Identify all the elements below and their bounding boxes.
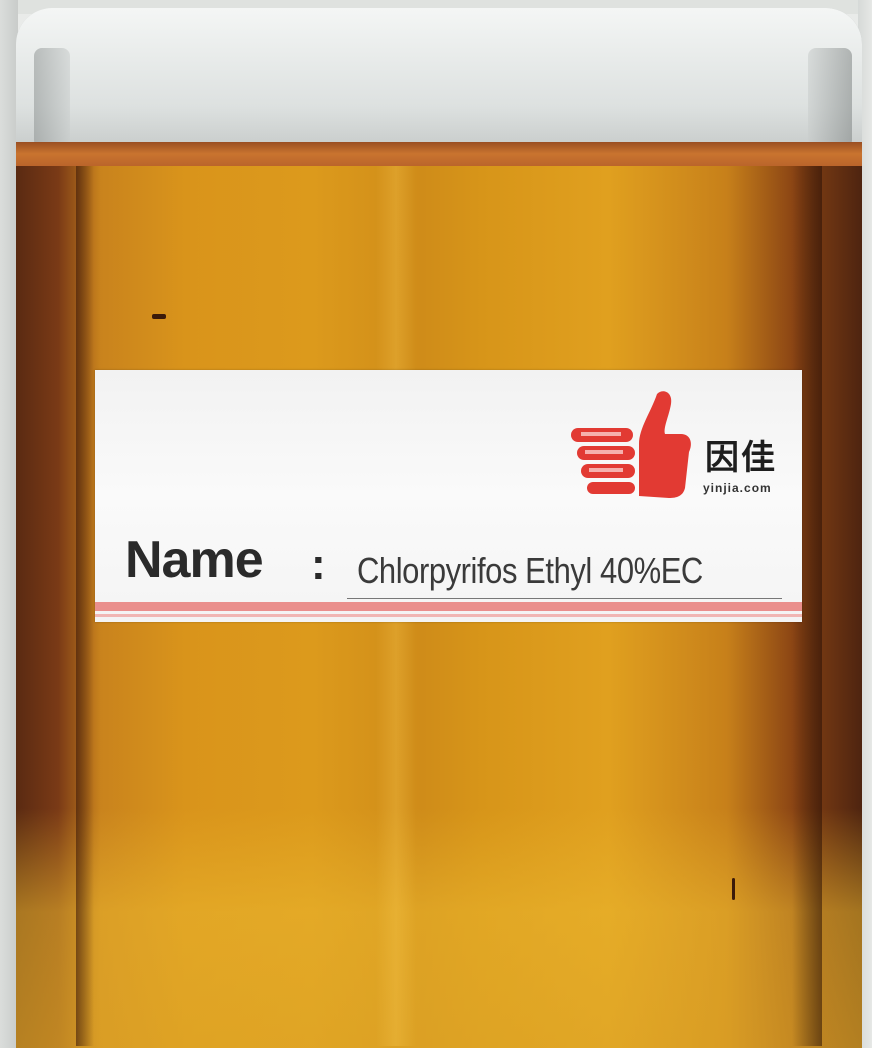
brand-subtext: yinjia.com [703, 481, 772, 495]
jar-empty-glass [16, 8, 862, 148]
product-name-underline [347, 598, 782, 599]
liquid-lower-glow [16, 808, 862, 1048]
name-colon: : [311, 540, 326, 589]
product-name-text: Chlorpyrifos Ethyl 40%EC [357, 550, 703, 591]
liquid-surface [16, 142, 862, 168]
label-red-stripe [95, 602, 802, 611]
liquid-speck [732, 878, 735, 900]
name-field-label: Name [125, 531, 264, 589]
thumbs-up-logo-icon [571, 391, 691, 498]
liquid-speck [152, 314, 166, 319]
jar-reflection-left [76, 166, 94, 1046]
background-left [0, 0, 18, 1048]
brand-logo [569, 388, 789, 508]
brand-name-text: 因佳 [705, 438, 777, 478]
label-pink-stripe [95, 614, 802, 617]
product-label: 因佳 yinjia.com Name : Chlorpyrifos Ethyl … [95, 370, 802, 622]
